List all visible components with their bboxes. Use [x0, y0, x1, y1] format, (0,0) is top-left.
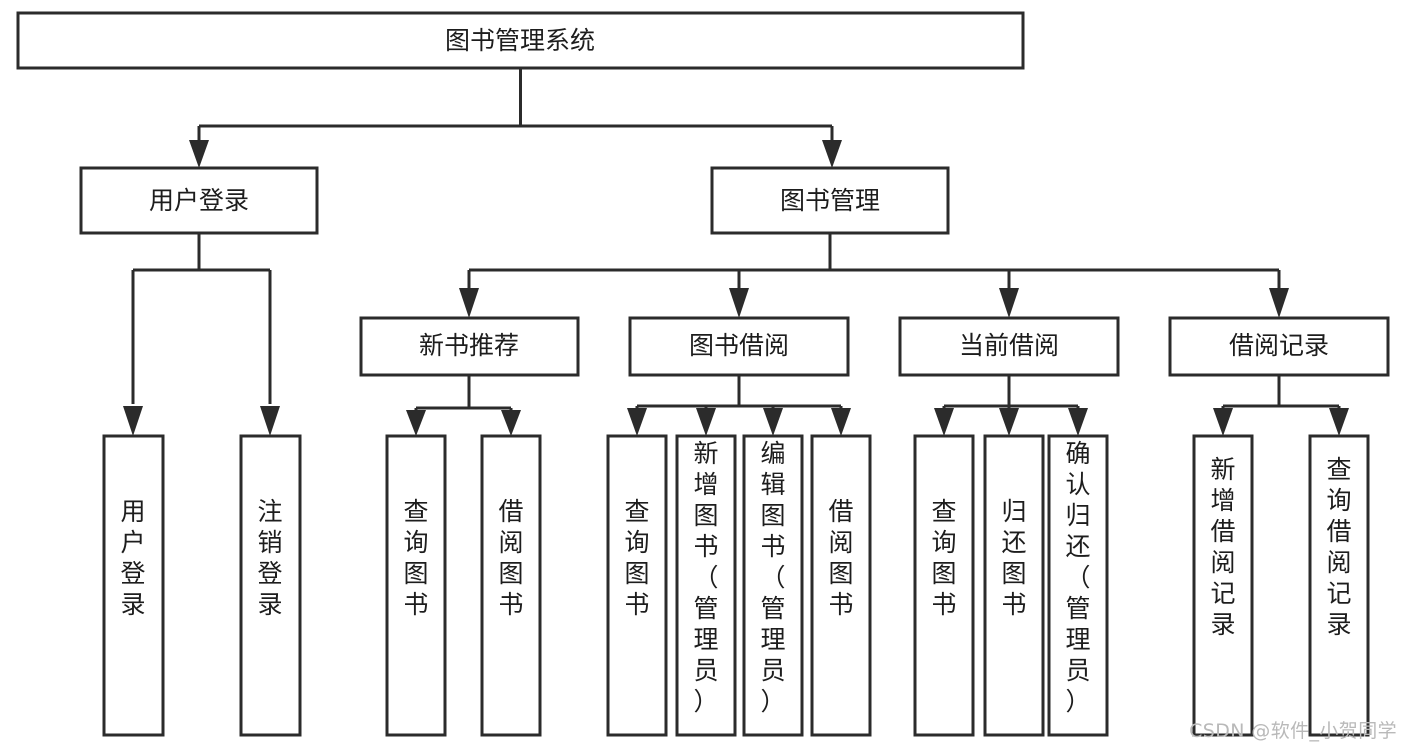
node-current-borrow[interactable]: 当前借阅 [898, 316, 1120, 377]
arrow-book-manage-to-current [999, 288, 1019, 318]
leaf-record-add-box[interactable] [1192, 434, 1254, 737]
leaf-newbook-borrow[interactable]: 借阅图书 [480, 434, 542, 737]
node-borrow-record[interactable]: 借阅记录 [1168, 316, 1390, 377]
leaf-user-logout-label: 注销登录 [257, 497, 282, 619]
arrow-new-book-to-query [406, 410, 426, 436]
arrow-record-to-query [1329, 408, 1349, 436]
node-root-box[interactable] [16, 11, 1025, 70]
leaf-current-confirm-label: 确认归还（管理员） [1065, 439, 1090, 716]
leaf-record-query[interactable]: 查询借阅记录 [1308, 434, 1370, 737]
node-borrow-record-box[interactable] [1168, 316, 1390, 377]
leaf-user-logout[interactable]: 注销登录 [239, 434, 302, 737]
arrow-root-to-book-manage [822, 140, 842, 168]
leaf-newbook-borrow-box[interactable] [480, 434, 542, 737]
arrow-record-to-add [1213, 408, 1233, 436]
node-borrow-record-label: 借阅记录 [1229, 331, 1329, 360]
node-user-login-box[interactable] [79, 166, 319, 235]
node-book-manage[interactable]: 图书管理 [710, 166, 950, 235]
arrow-book-manage-to-borrow [729, 288, 749, 318]
leaf-borrow-edit-box[interactable] [742, 434, 804, 737]
leaf-borrow-add[interactable]: 新增图书（管理员） [675, 434, 737, 737]
node-current-borrow-label: 当前借阅 [959, 331, 1059, 360]
leaf-borrow-book-box[interactable] [810, 434, 872, 737]
leaf-record-query-label: 查询借阅记录 [1326, 455, 1351, 639]
node-root-label: 图书管理系统 [445, 26, 595, 55]
leaf-user-login-box[interactable] [102, 434, 165, 737]
edge-user-login-trunk [131, 233, 272, 404]
node-new-book-box[interactable] [359, 316, 580, 377]
arrow-book-manage-to-new-book [459, 288, 479, 318]
leaf-borrow-query-box[interactable] [606, 434, 668, 737]
arrow-borrow-to-borrow-book [831, 408, 851, 436]
arrow-current-to-confirm [1068, 408, 1088, 436]
leaf-current-query-label: 查询图书 [931, 497, 956, 619]
edge-new-book-trunk [414, 375, 513, 418]
leaf-record-query-box[interactable] [1308, 434, 1370, 737]
edge-record-trunk [1221, 375, 1341, 416]
leaf-current-return-label: 归还图书 [1001, 497, 1026, 619]
leaf-user-logout-box[interactable] [239, 434, 302, 737]
node-root[interactable]: 图书管理系统 [16, 11, 1025, 70]
arrow-book-manage-to-record [1269, 288, 1289, 318]
node-book-manage-box[interactable] [710, 166, 950, 235]
arrow-new-book-to-borrow [501, 410, 521, 436]
arrow-user-login-to-logout-leaf [260, 406, 280, 436]
leaf-borrow-edit[interactable]: 编辑图书（管理员） [742, 434, 804, 737]
edge-book-manage-trunk [467, 233, 1281, 290]
arrow-borrow-to-add [696, 408, 716, 436]
leaf-current-return[interactable]: 归还图书 [983, 434, 1045, 737]
leaf-borrow-add-box[interactable] [675, 434, 737, 737]
leaf-newbook-query[interactable]: 查询图书 [385, 434, 447, 737]
arrow-user-login-to-login-leaf [123, 406, 143, 436]
node-borrow[interactable]: 图书借阅 [628, 316, 850, 377]
arrow-borrow-to-edit [763, 408, 783, 436]
node-current-borrow-box[interactable] [898, 316, 1120, 377]
leaf-newbook-borrow-label: 借阅图书 [498, 497, 523, 619]
arrow-current-to-return [999, 408, 1019, 436]
node-new-book[interactable]: 新书推荐 [359, 316, 580, 377]
node-borrow-label: 图书借阅 [689, 331, 789, 360]
leaf-borrow-edit-label: 编辑图书（管理员） [760, 439, 785, 716]
leaf-current-query[interactable]: 查询图书 [913, 434, 975, 737]
node-new-book-label: 新书推荐 [419, 331, 519, 360]
leaf-current-confirm-box[interactable] [1047, 434, 1109, 737]
node-user-login-label: 用户登录 [149, 186, 249, 215]
node-book-manage-label: 图书管理 [780, 186, 880, 215]
edge-root-trunk [197, 68, 834, 152]
leaf-newbook-query-box[interactable] [385, 434, 447, 737]
arrow-current-to-query [934, 408, 954, 436]
node-user-login[interactable]: 用户登录 [79, 166, 319, 235]
edge-borrow-trunk [635, 375, 843, 416]
leaf-current-query-box[interactable] [913, 434, 975, 737]
leaf-current-confirm[interactable]: 确认归还（管理员） [1047, 434, 1109, 737]
leaf-borrow-book-label: 借阅图书 [828, 497, 853, 619]
leaf-newbook-query-label: 查询图书 [403, 497, 428, 619]
node-borrow-box[interactable] [628, 316, 850, 377]
leaf-record-add-label: 新增借阅记录 [1210, 455, 1235, 639]
leaf-record-add[interactable]: 新增借阅记录 [1192, 434, 1254, 737]
connector-layer [123, 68, 1349, 436]
leaf-user-login-label: 用户登录 [120, 497, 145, 619]
arrow-root-to-user-login [189, 140, 209, 168]
leaf-borrow-query-label: 查询图书 [624, 497, 649, 619]
leaf-borrow-query[interactable]: 查询图书 [606, 434, 668, 737]
leaf-borrow-add-label: 新增图书（管理员） [693, 439, 718, 716]
leaf-borrow-book[interactable]: 借阅图书 [810, 434, 872, 737]
leaf-user-login[interactable]: 用户登录 [102, 434, 165, 737]
leaf-current-return-box[interactable] [983, 434, 1045, 737]
arrow-borrow-to-query [627, 408, 647, 436]
